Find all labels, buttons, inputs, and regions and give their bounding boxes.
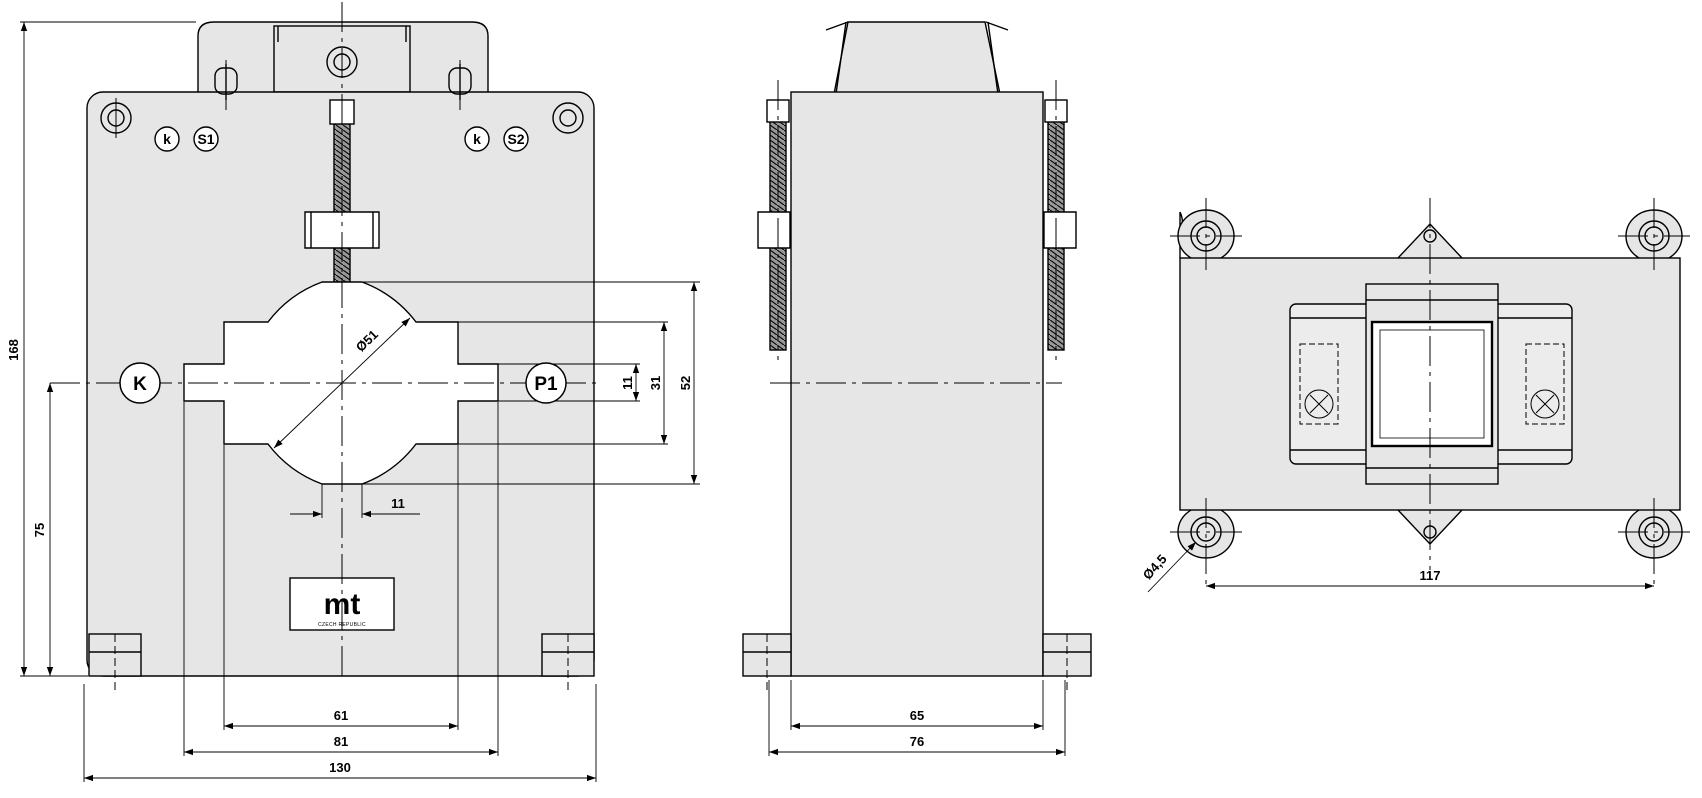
dim-diameter-line [273, 317, 411, 449]
dim-label-130: 130 [329, 760, 351, 775]
dim-label-61: 61 [334, 708, 348, 723]
terminal-label-s1: S1 [197, 131, 214, 147]
front-dimension-lines [20, 22, 698, 782]
top-terminal-screw-right [1525, 343, 1565, 425]
side-centerlines [766, 80, 1068, 690]
primary-label-k: K [133, 374, 147, 395]
terminal-s2-marker [503, 126, 529, 152]
dim-label-11-horizontal: 11 [391, 496, 405, 511]
foot-right [541, 633, 595, 677]
terminal-k1-marker [154, 126, 180, 152]
bolt-clamp-block [304, 211, 380, 249]
dim-label-117: 117 [1420, 568, 1441, 583]
dim-label-81: 81 [334, 734, 348, 749]
terminal-k2-marker [464, 126, 490, 152]
logo-brand: mt [324, 588, 361, 621]
mounting-hole-right [552, 102, 584, 134]
primary-markers [119, 362, 567, 404]
dim-label-65: 65 [910, 708, 924, 723]
dim-hole-leader [1147, 541, 1197, 593]
terminal-label-k2: k [473, 131, 481, 147]
dim-label-52: 52 [678, 376, 693, 390]
dim-label-75: 75 [32, 523, 47, 537]
top-centerlines [1170, 198, 1690, 590]
dim-label-hole-diameter: Ø4,5 [1140, 551, 1170, 582]
side-top-bracket [833, 21, 1001, 95]
primary-k-marker [119, 362, 161, 404]
side-body [790, 91, 1044, 677]
dim-label-76: 76 [910, 734, 924, 749]
top-center-window [1370, 320, 1494, 448]
dim-label-168: 168 [6, 339, 21, 361]
terminal-label-k1: k [163, 131, 171, 147]
front-view [86, 21, 595, 677]
side-right-clamp [1043, 211, 1077, 249]
top-terminal-screw-left [1299, 343, 1339, 425]
primary-label-p1: P1 [534, 374, 558, 395]
logo-country: CZECH REPUBLIC [318, 622, 366, 628]
top-dimension-lines [1147, 541, 1654, 593]
side-dimension-lines [768, 680, 1066, 756]
terminal-label-s2: S2 [507, 131, 524, 147]
terminal-s1-marker [193, 126, 219, 152]
primary-p1-marker [525, 362, 567, 404]
side-view [742, 21, 1092, 677]
dim-label-31: 31 [648, 376, 663, 390]
dim-label-11-vertical: 11 [620, 376, 635, 390]
side-left-clamp [757, 211, 791, 249]
front-extension-lines [20, 21, 700, 782]
